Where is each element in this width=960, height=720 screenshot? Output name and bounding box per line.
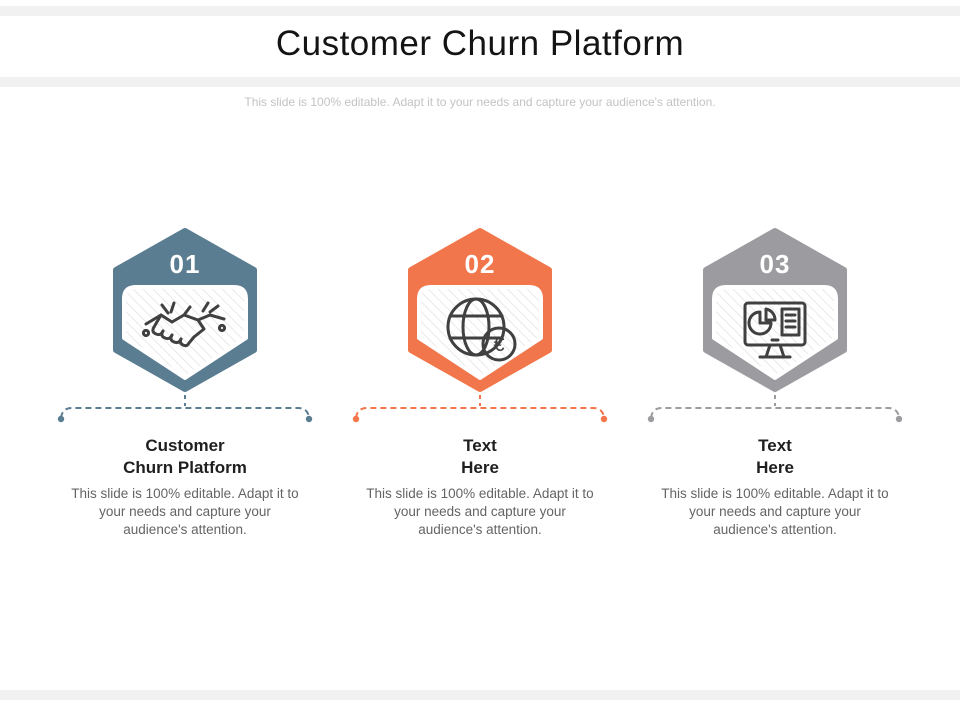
step-number: 02 bbox=[464, 249, 496, 279]
title-divider-bar bbox=[0, 77, 960, 87]
step-column-3: 03 Text Here This slide is 100% editable… bbox=[628, 227, 923, 539]
hexagon-shape: € bbox=[408, 228, 552, 392]
top-divider-bar bbox=[0, 6, 960, 16]
dashed-connector bbox=[57, 395, 313, 423]
bottom-divider-bar bbox=[0, 690, 960, 700]
step-heading: Customer Churn Platform bbox=[123, 436, 247, 478]
step-body-text: This slide is 100% editable. Adapt it to… bbox=[366, 485, 594, 537]
hexagon-badge-3: 03 bbox=[700, 227, 850, 393]
globe-euro-icon: € bbox=[446, 297, 517, 362]
step-body-text: This slide is 100% editable. Adapt it to… bbox=[661, 485, 889, 537]
page-title: Customer Churn Platform bbox=[275, 24, 685, 63]
hexagon-row: 01 Customer Churn Platform This slide is… bbox=[0, 227, 960, 539]
monitor-pie-chart-icon bbox=[743, 301, 807, 359]
handshake-icon bbox=[141, 301, 227, 348]
step-body-text: This slide is 100% editable. Adapt it to… bbox=[71, 485, 299, 537]
dashed-connector bbox=[352, 395, 608, 423]
step-number: 03 bbox=[759, 249, 791, 279]
svg-text:€: € bbox=[493, 334, 504, 356]
hexagon-badge-1: 01 bbox=[110, 227, 260, 393]
step-column-2: € 02 Text Here This slide is 100% editab… bbox=[333, 227, 628, 539]
page-subtitle: This slide is 100% editable. Adapt it to… bbox=[244, 95, 716, 109]
step-number: 01 bbox=[169, 249, 201, 279]
dashed-connector bbox=[647, 395, 903, 423]
hexagon-shape bbox=[703, 228, 847, 392]
hexagon-badge-2: € 02 bbox=[405, 227, 555, 393]
hexagon-shape bbox=[113, 228, 257, 392]
step-heading: Text Here bbox=[756, 436, 794, 478]
step-column-1: 01 Customer Churn Platform This slide is… bbox=[38, 227, 333, 539]
step-heading: Text Here bbox=[461, 436, 499, 478]
